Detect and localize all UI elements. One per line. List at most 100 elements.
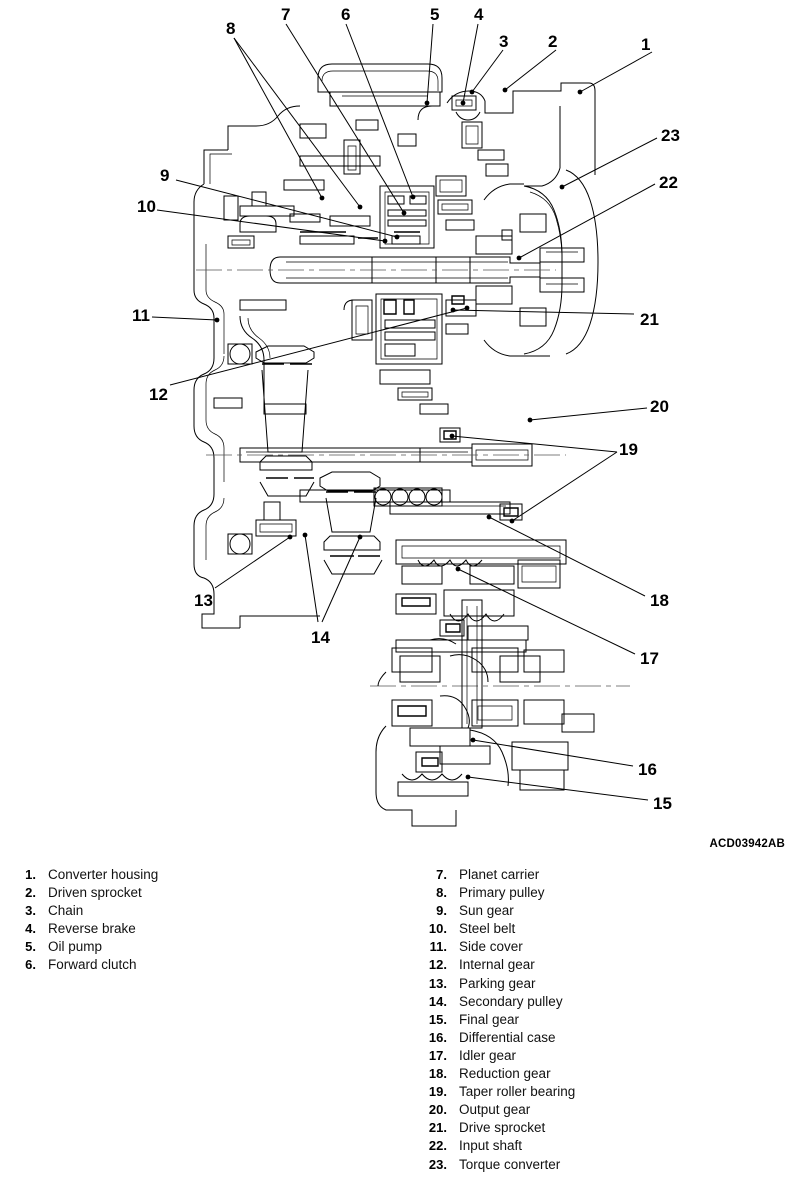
- leader-dot-10: [382, 238, 388, 244]
- callout-number-17: 17: [640, 649, 659, 668]
- leader-dot-17: [455, 566, 461, 572]
- legend-item-label: Steel belt: [459, 921, 516, 937]
- legend-item-label: Input shaft: [459, 1138, 523, 1154]
- leader-line-3: [471, 49, 504, 93]
- legend-item-label: Torque converter: [459, 1156, 561, 1172]
- callout-leader-lines: [151, 23, 658, 801]
- input-shaft-group: [196, 256, 556, 284]
- legend-item: 5.Oil pump: [8, 938, 398, 956]
- legend-item: 6.Forward clutch: [8, 956, 398, 974]
- callout-number-13: 13: [194, 591, 213, 610]
- legend-item-number: 12.: [428, 957, 447, 973]
- leader-line-8: [233, 37, 323, 199]
- leader-dot-7: [401, 210, 407, 216]
- leader-dot-12: [464, 305, 470, 311]
- leader-line-10: [156, 209, 386, 242]
- leader-dot-20: [527, 417, 533, 423]
- leader-dot-13: [287, 534, 293, 540]
- callout-number-9: 9: [160, 166, 170, 185]
- callout-number-10: 10: [137, 197, 156, 216]
- legend-item: 8.Primary pulley: [419, 884, 789, 902]
- callout-number-19: 19: [619, 440, 638, 459]
- callout-number-21: 21: [640, 310, 659, 329]
- legend-item-label: Drive sprocket: [459, 1120, 546, 1136]
- leader-dot-15: [465, 774, 471, 780]
- leader-dot-22: [516, 255, 522, 261]
- legend-item-label: Secondary pulley: [459, 993, 563, 1009]
- legend-item: 21.Drive sprocket: [419, 1119, 789, 1137]
- callout-number-14: 14: [311, 628, 330, 647]
- legend-item-number: 5.: [25, 939, 36, 955]
- legend-item: 9.Sun gear: [419, 902, 789, 920]
- leader-line-19: [511, 451, 618, 522]
- reduction-idler-gear: [395, 539, 567, 683]
- leader-line-19: [451, 435, 618, 453]
- leader-dot-18: [486, 514, 492, 520]
- callout-number-5: 5: [430, 5, 440, 24]
- case-details: [213, 195, 307, 415]
- legend-item-label: Side cover: [459, 939, 523, 955]
- figure-code-label: ACD03942AB: [709, 838, 785, 850]
- callout-number-15: 15: [653, 794, 672, 813]
- legend-item-number: 9.: [436, 903, 447, 919]
- callout-number-20: 20: [650, 397, 669, 416]
- leader-line-22: [518, 183, 656, 259]
- legend-item-label: Primary pulley: [459, 885, 545, 901]
- legend-item: 4. Reverse brake: [8, 920, 398, 938]
- forward-clutch-assembly: [343, 293, 477, 415]
- output-shaft-vertical: [461, 599, 483, 729]
- leader-line-17: [457, 568, 636, 655]
- legend-item: 22.Input shaft: [419, 1137, 789, 1155]
- leader-line-18: [488, 516, 646, 597]
- leader-dot-19: [449, 433, 455, 439]
- leader-line-8: [233, 37, 361, 208]
- leader-dot-6: [410, 194, 416, 200]
- legend-item-label: Reduction gear: [459, 1066, 551, 1082]
- leader-line-12: [169, 307, 468, 386]
- legend-item-label: Internal gear: [459, 957, 535, 973]
- leader-line-13: [214, 536, 291, 589]
- legend-item-number: 19.: [428, 1084, 447, 1100]
- legend-item: 18. Reduction gear: [419, 1065, 789, 1083]
- leader-line-2: [504, 49, 557, 91]
- legend-item: 7.Planet carrier: [419, 866, 789, 884]
- legend-item-number: 6.: [25, 957, 36, 973]
- leader-line-14: [321, 536, 361, 623]
- legend-item-label: Taper roller bearing: [459, 1084, 576, 1100]
- legend-item-label: Reverse brake: [48, 921, 136, 937]
- leader-line-16: [472, 739, 634, 767]
- legend-item: 19. Taper roller bearing: [419, 1083, 789, 1101]
- legend-item-label: Output gear: [459, 1102, 531, 1118]
- legend-item-number: 18.: [428, 1066, 447, 1082]
- callout-number-6: 6: [341, 5, 351, 24]
- legend-item-number: 4.: [25, 921, 36, 937]
- legend-item-label: Idler gear: [459, 1047, 517, 1063]
- legend-item-number: 1.: [25, 867, 36, 882]
- leader-dot-21: [450, 307, 456, 313]
- legend-item: 10.Steel belt: [419, 920, 789, 938]
- leader-dot-23: [559, 184, 565, 190]
- torque-converter-assembly: [475, 169, 599, 357]
- leader-line-6: [345, 23, 414, 198]
- legend-item: 3.Chain: [8, 902, 398, 920]
- legend-item: 17.Idler gear: [419, 1047, 789, 1065]
- legend-item: 12. Internal gear: [419, 956, 789, 974]
- leader-dot-2: [502, 87, 508, 93]
- leader-line-9: [175, 179, 398, 238]
- callout-number-8: 8: [226, 19, 236, 38]
- leader-dot-16: [470, 737, 476, 743]
- legend-item-number: 14.: [428, 993, 447, 1009]
- leader-line-11: [151, 316, 218, 321]
- legend-item-label: Final gear: [459, 1011, 520, 1027]
- legend-item-number: 11.: [429, 939, 447, 955]
- leader-line-4: [462, 23, 479, 104]
- leader-dot-8: [319, 195, 325, 201]
- leader-dot-4: [460, 100, 466, 106]
- leader-line-7: [285, 23, 405, 214]
- leader-dot-9: [394, 234, 400, 240]
- callout-number-16: 16: [638, 760, 657, 779]
- leader-dot-11: [214, 317, 220, 323]
